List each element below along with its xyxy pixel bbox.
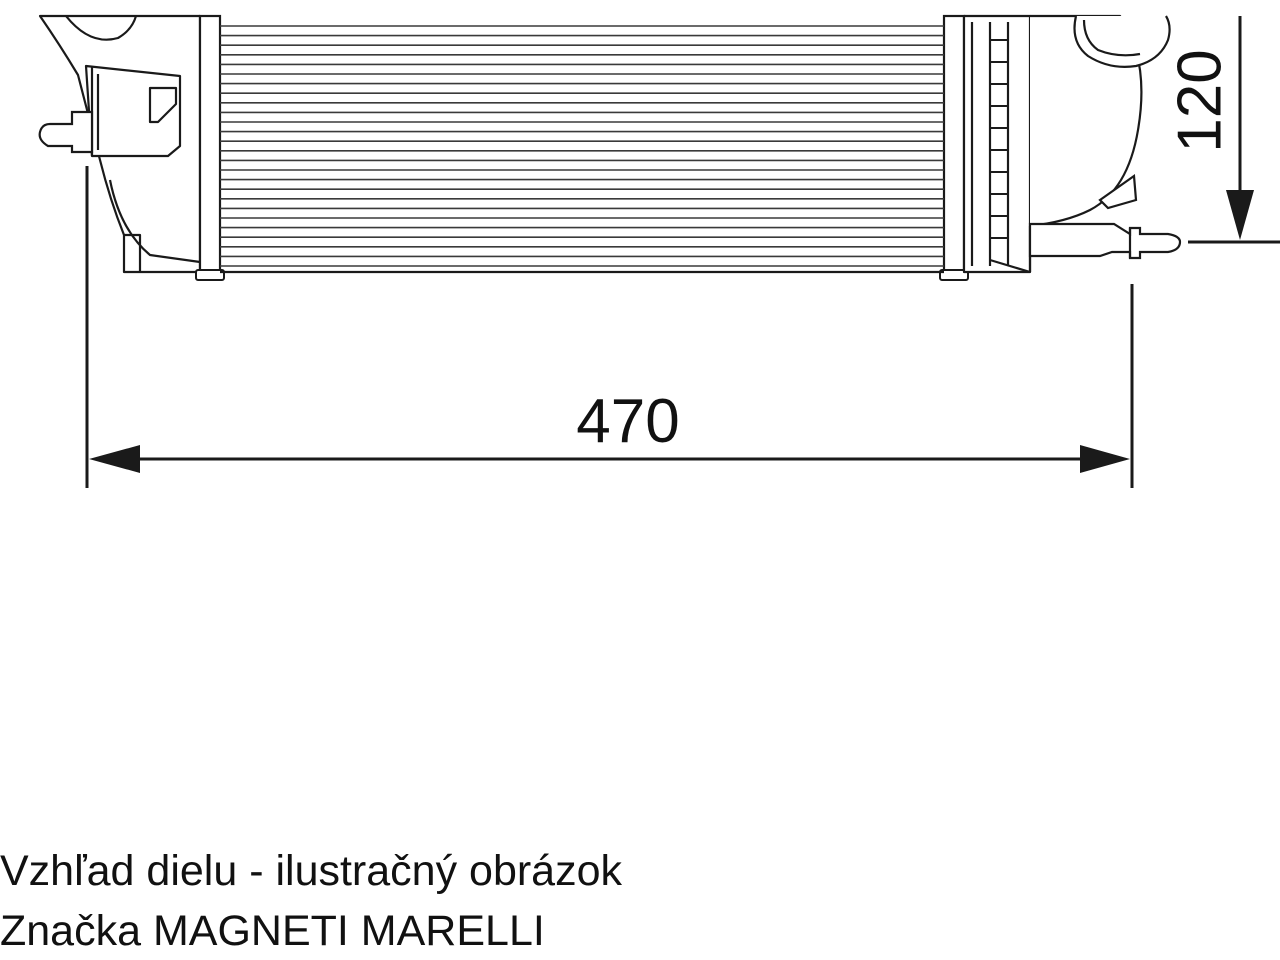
width-arrow-left	[89, 445, 140, 473]
caption-illustration-notice: Vzhľad dielu - ilustračný obrázok	[0, 847, 623, 895]
width-dimension: 470	[85, 166, 1134, 488]
width-dimension-label: 470	[576, 387, 679, 456]
right-tank-ribs	[990, 39, 1008, 239]
caption-brand: Značka MAGNETI MARELLI	[0, 907, 545, 955]
left-mounting-pin	[38, 110, 94, 154]
right-mounting-pin	[1028, 222, 1182, 260]
radiator-core	[195, 14, 969, 281]
height-arrow-down	[1226, 190, 1254, 240]
height-dimension: 120	[1166, 16, 1280, 244]
right-side-fitting	[1098, 173, 1138, 210]
right-end-tank	[962, 14, 1143, 274]
core-fin-lines	[220, 25, 944, 267]
height-dimension-label: 120	[1166, 49, 1235, 152]
right-hose-stub	[1073, 15, 1171, 68]
width-arrow-right	[1080, 445, 1130, 473]
left-mounting-bracket	[84, 64, 182, 158]
